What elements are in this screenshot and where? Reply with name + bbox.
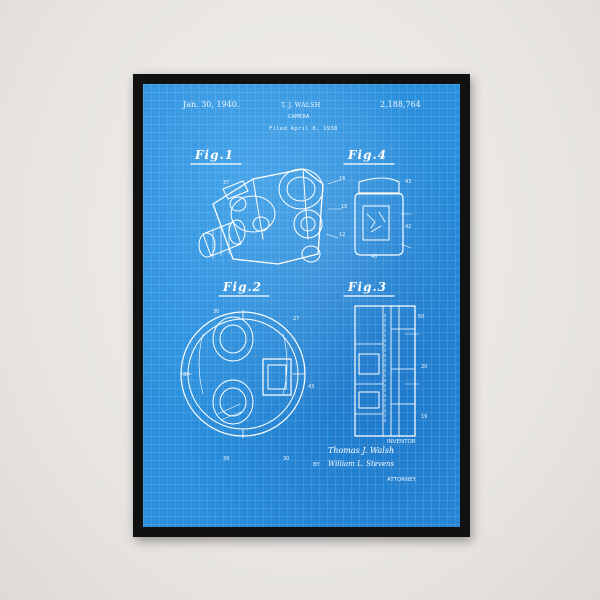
patent-filed: Filed April 8, 1938 (269, 126, 338, 132)
patent-number: 2,188,764 (380, 100, 421, 109)
patent-date: Jan. 30, 1940. (183, 100, 240, 109)
attorney-signature: William L. Stevens (328, 460, 395, 468)
fig2-turret-drawing (180, 309, 306, 439)
patent-title: CAMERA (288, 114, 310, 120)
fig2-label: Fig.2 (223, 280, 262, 294)
by-label: BY (313, 462, 320, 468)
fig1-camera-drawing (198, 168, 324, 265)
fig3-section-drawing (354, 305, 420, 437)
patent-drawings (180, 163, 420, 439)
patent-inventor-header: T. J. WALSH (281, 101, 321, 109)
blueprint-print: Jan. 30, 1940. T. J. WALSH 2,188,764 CAM… (143, 84, 460, 527)
inventor-label: INVENTOR (387, 439, 416, 445)
inventor-signature: Thomas J. Walsh (328, 446, 395, 455)
attorney-label: ATTORNEY. (387, 477, 417, 483)
fig3-label: Fig.3 (348, 280, 387, 294)
fig4-box-drawing (354, 177, 404, 256)
fig4-label: Fig.4 (348, 148, 387, 162)
fig1-label: Fig.1 (195, 148, 234, 162)
